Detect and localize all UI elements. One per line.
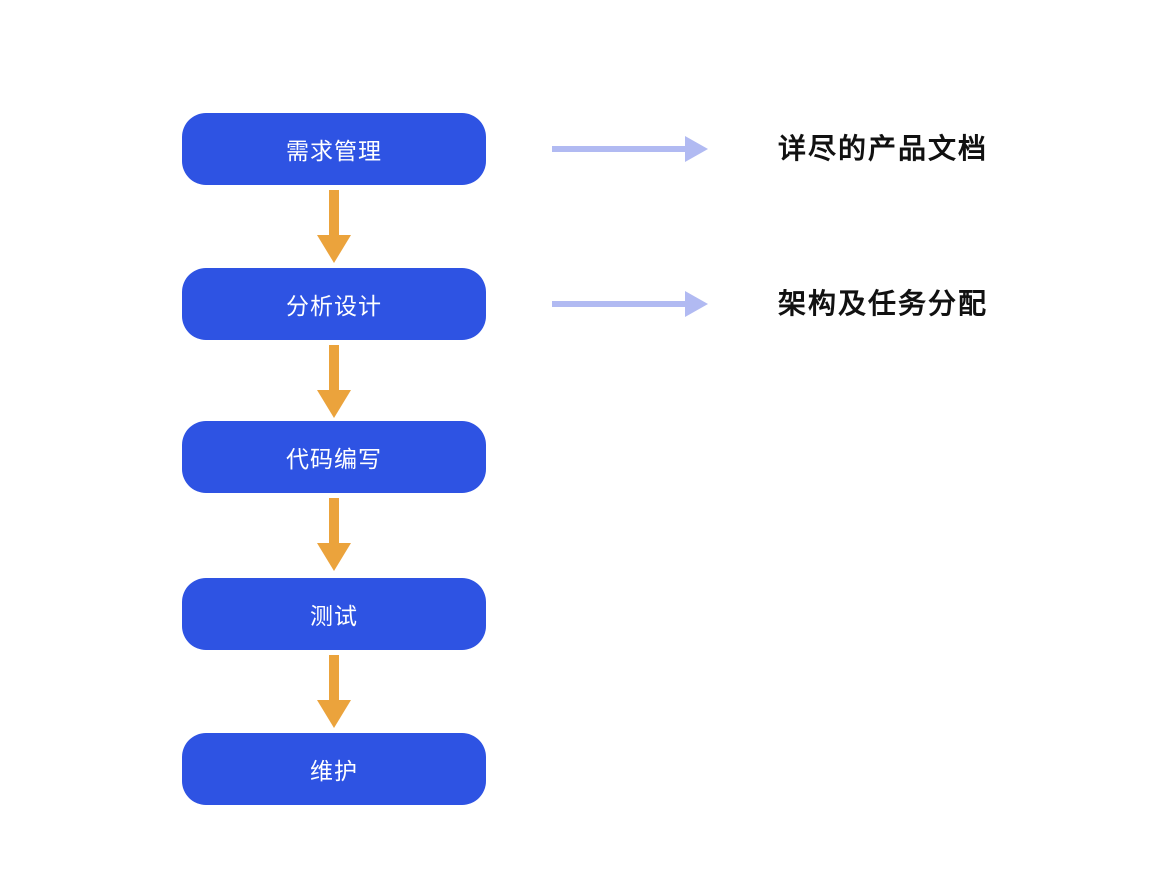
flow-node-coding: 代码编写 (182, 421, 486, 493)
flow-node-analysis-design: 分析设计 (182, 268, 486, 340)
annotation-requirements-output: 详尽的产品文档 (778, 133, 989, 164)
arrow-shaft (552, 301, 686, 307)
arrow-head (317, 390, 351, 418)
down-arrow-icon (317, 498, 351, 571)
flow-node-requirements: 需求管理 (182, 113, 486, 185)
arrow-shaft (329, 190, 339, 236)
arrow-shaft (329, 498, 339, 544)
flow-node-label: 测试 (310, 603, 358, 629)
flow-node-label: 代码编写 (286, 446, 382, 472)
arrow-head (317, 235, 351, 263)
down-arrow-icon (317, 190, 351, 263)
annotation-analysis-output: 架构及任务分配 (778, 288, 989, 319)
flow-node-label: 分析设计 (286, 293, 382, 319)
right-arrow-icon (552, 291, 708, 317)
flow-node-label: 维护 (310, 758, 358, 784)
arrow-head (685, 136, 708, 162)
arrow-head (317, 700, 351, 728)
arrow-shaft (329, 655, 339, 701)
arrow-shaft (329, 345, 339, 391)
right-arrow-icon (552, 136, 708, 162)
arrow-head (317, 543, 351, 571)
arrow-shaft (552, 146, 686, 152)
flow-node-maintenance: 维护 (182, 733, 486, 805)
down-arrow-icon (317, 345, 351, 418)
flow-node-testing: 测试 (182, 578, 486, 650)
flow-node-label: 需求管理 (286, 138, 382, 164)
arrow-head (685, 291, 708, 317)
down-arrow-icon (317, 655, 351, 728)
